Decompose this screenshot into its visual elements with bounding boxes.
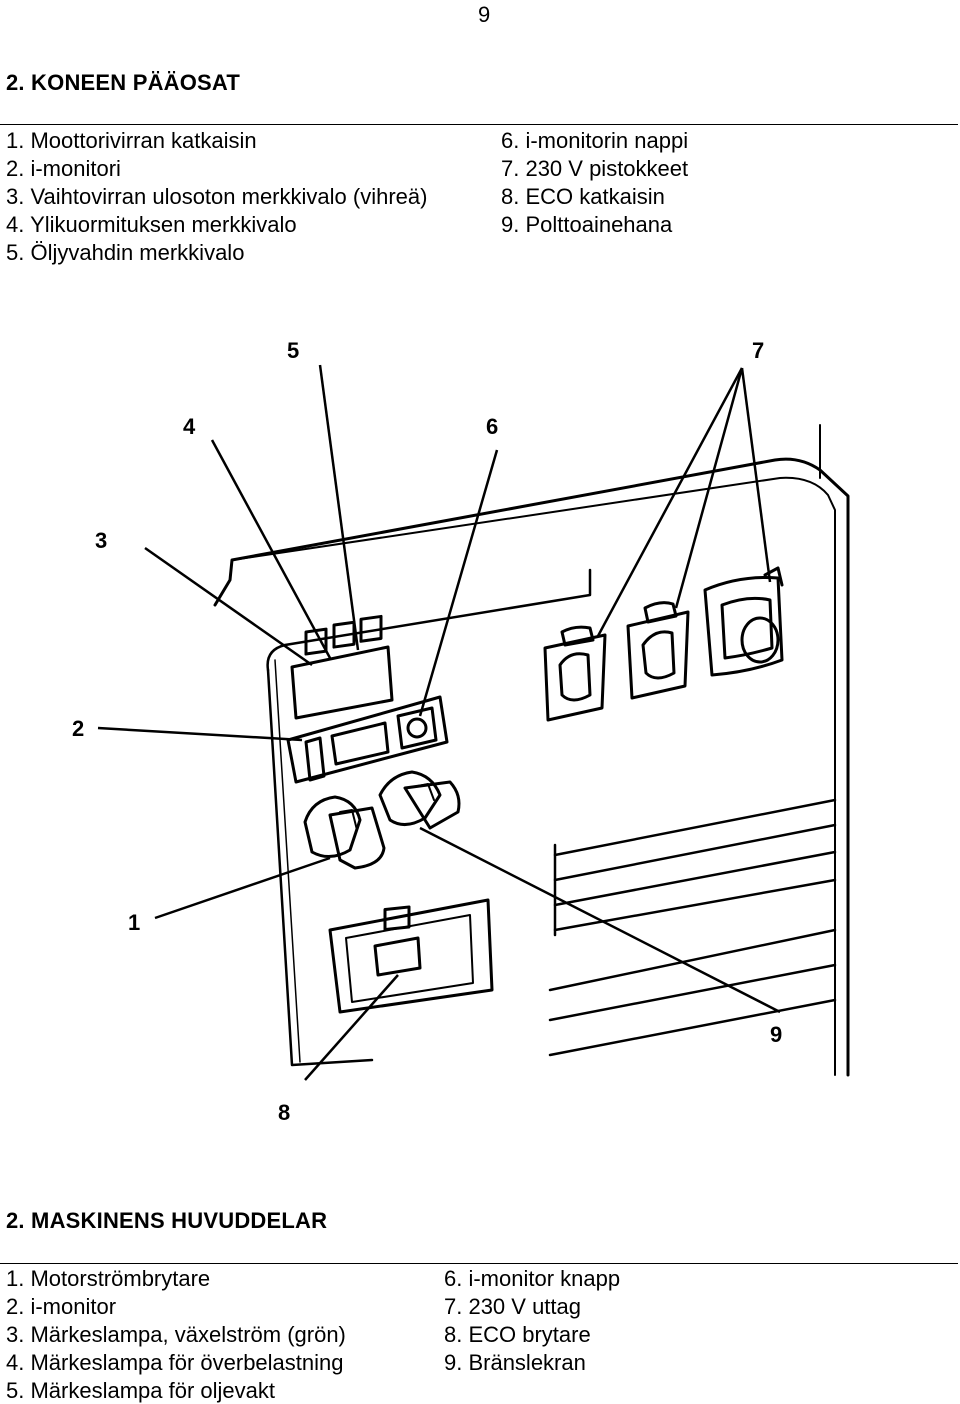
callout-8: 8 (278, 1100, 290, 1125)
eco-switch (378, 770, 461, 830)
list-item: 3. Vaihtovirran ulosoton merkkivalo (vih… (6, 184, 428, 209)
callout-3: 3 (95, 528, 107, 553)
fi-rule (0, 124, 958, 125)
engine-switch (303, 795, 386, 870)
outlet-3 (703, 566, 784, 677)
vent-slots (548, 798, 837, 1057)
indicator-lamps (290, 614, 394, 720)
outlet-2 (626, 601, 690, 700)
callout-5: 5 (287, 338, 299, 363)
list-item: 8. ECO katkaisin (501, 184, 665, 209)
list-item: 1. Motorströmbrytare (6, 1266, 211, 1291)
sv-rule (0, 1263, 958, 1264)
list-item: 5. Märkeslampa för oljevakt (6, 1378, 275, 1403)
list-item: 4. Ylikuormituksen merkkivalo (6, 212, 297, 237)
list-item: 2. i-monitori (6, 156, 121, 181)
sv-heading: 2. MASKINENS HUVUDDELAR (6, 1208, 328, 1233)
control-panel-diagram: 5 7 4 6 3 2 1 9 8 (72, 338, 850, 1125)
control-panel-face (266, 568, 592, 672)
panel-housing-inner (231, 476, 836, 1076)
list-item: 5. Öljyvahdin merkkivalo (6, 240, 245, 265)
callout-1: 1 (128, 910, 140, 935)
outlet-1 (543, 625, 607, 722)
callout-2: 2 (72, 716, 84, 741)
i-monitor-unit (286, 695, 449, 784)
list-item: 8. ECO brytare (444, 1322, 591, 1347)
list-item: 1. Moottorivirran katkaisin (6, 128, 257, 153)
list-item: 4. Märkeslampa för överbelastning (6, 1350, 344, 1375)
list-item: 7. 230 V pistokkeet (501, 156, 689, 181)
fi-heading: 2. KONEEN PÄÄOSAT (6, 70, 241, 95)
fuel-cock-recess (328, 898, 494, 1014)
callout-6: 6 (486, 414, 498, 439)
list-item: 3. Märkeslampa, växelström (grön) (6, 1322, 346, 1347)
list-item: 2. i-monitor (6, 1294, 117, 1319)
callout-4: 4 (183, 414, 196, 439)
list-item: 7. 230 V uttag (444, 1294, 581, 1319)
callout-9: 9 (770, 1022, 782, 1047)
list-item: 6. i-monitor knapp (444, 1266, 621, 1291)
list-item: 9. Polttoainehana (501, 212, 673, 237)
page-number: 9 (478, 2, 491, 27)
list-item: 9. Bränslekran (444, 1350, 586, 1375)
callout-7: 7 (752, 338, 764, 363)
list-item: 6. i-monitorin nappi (501, 128, 689, 153)
